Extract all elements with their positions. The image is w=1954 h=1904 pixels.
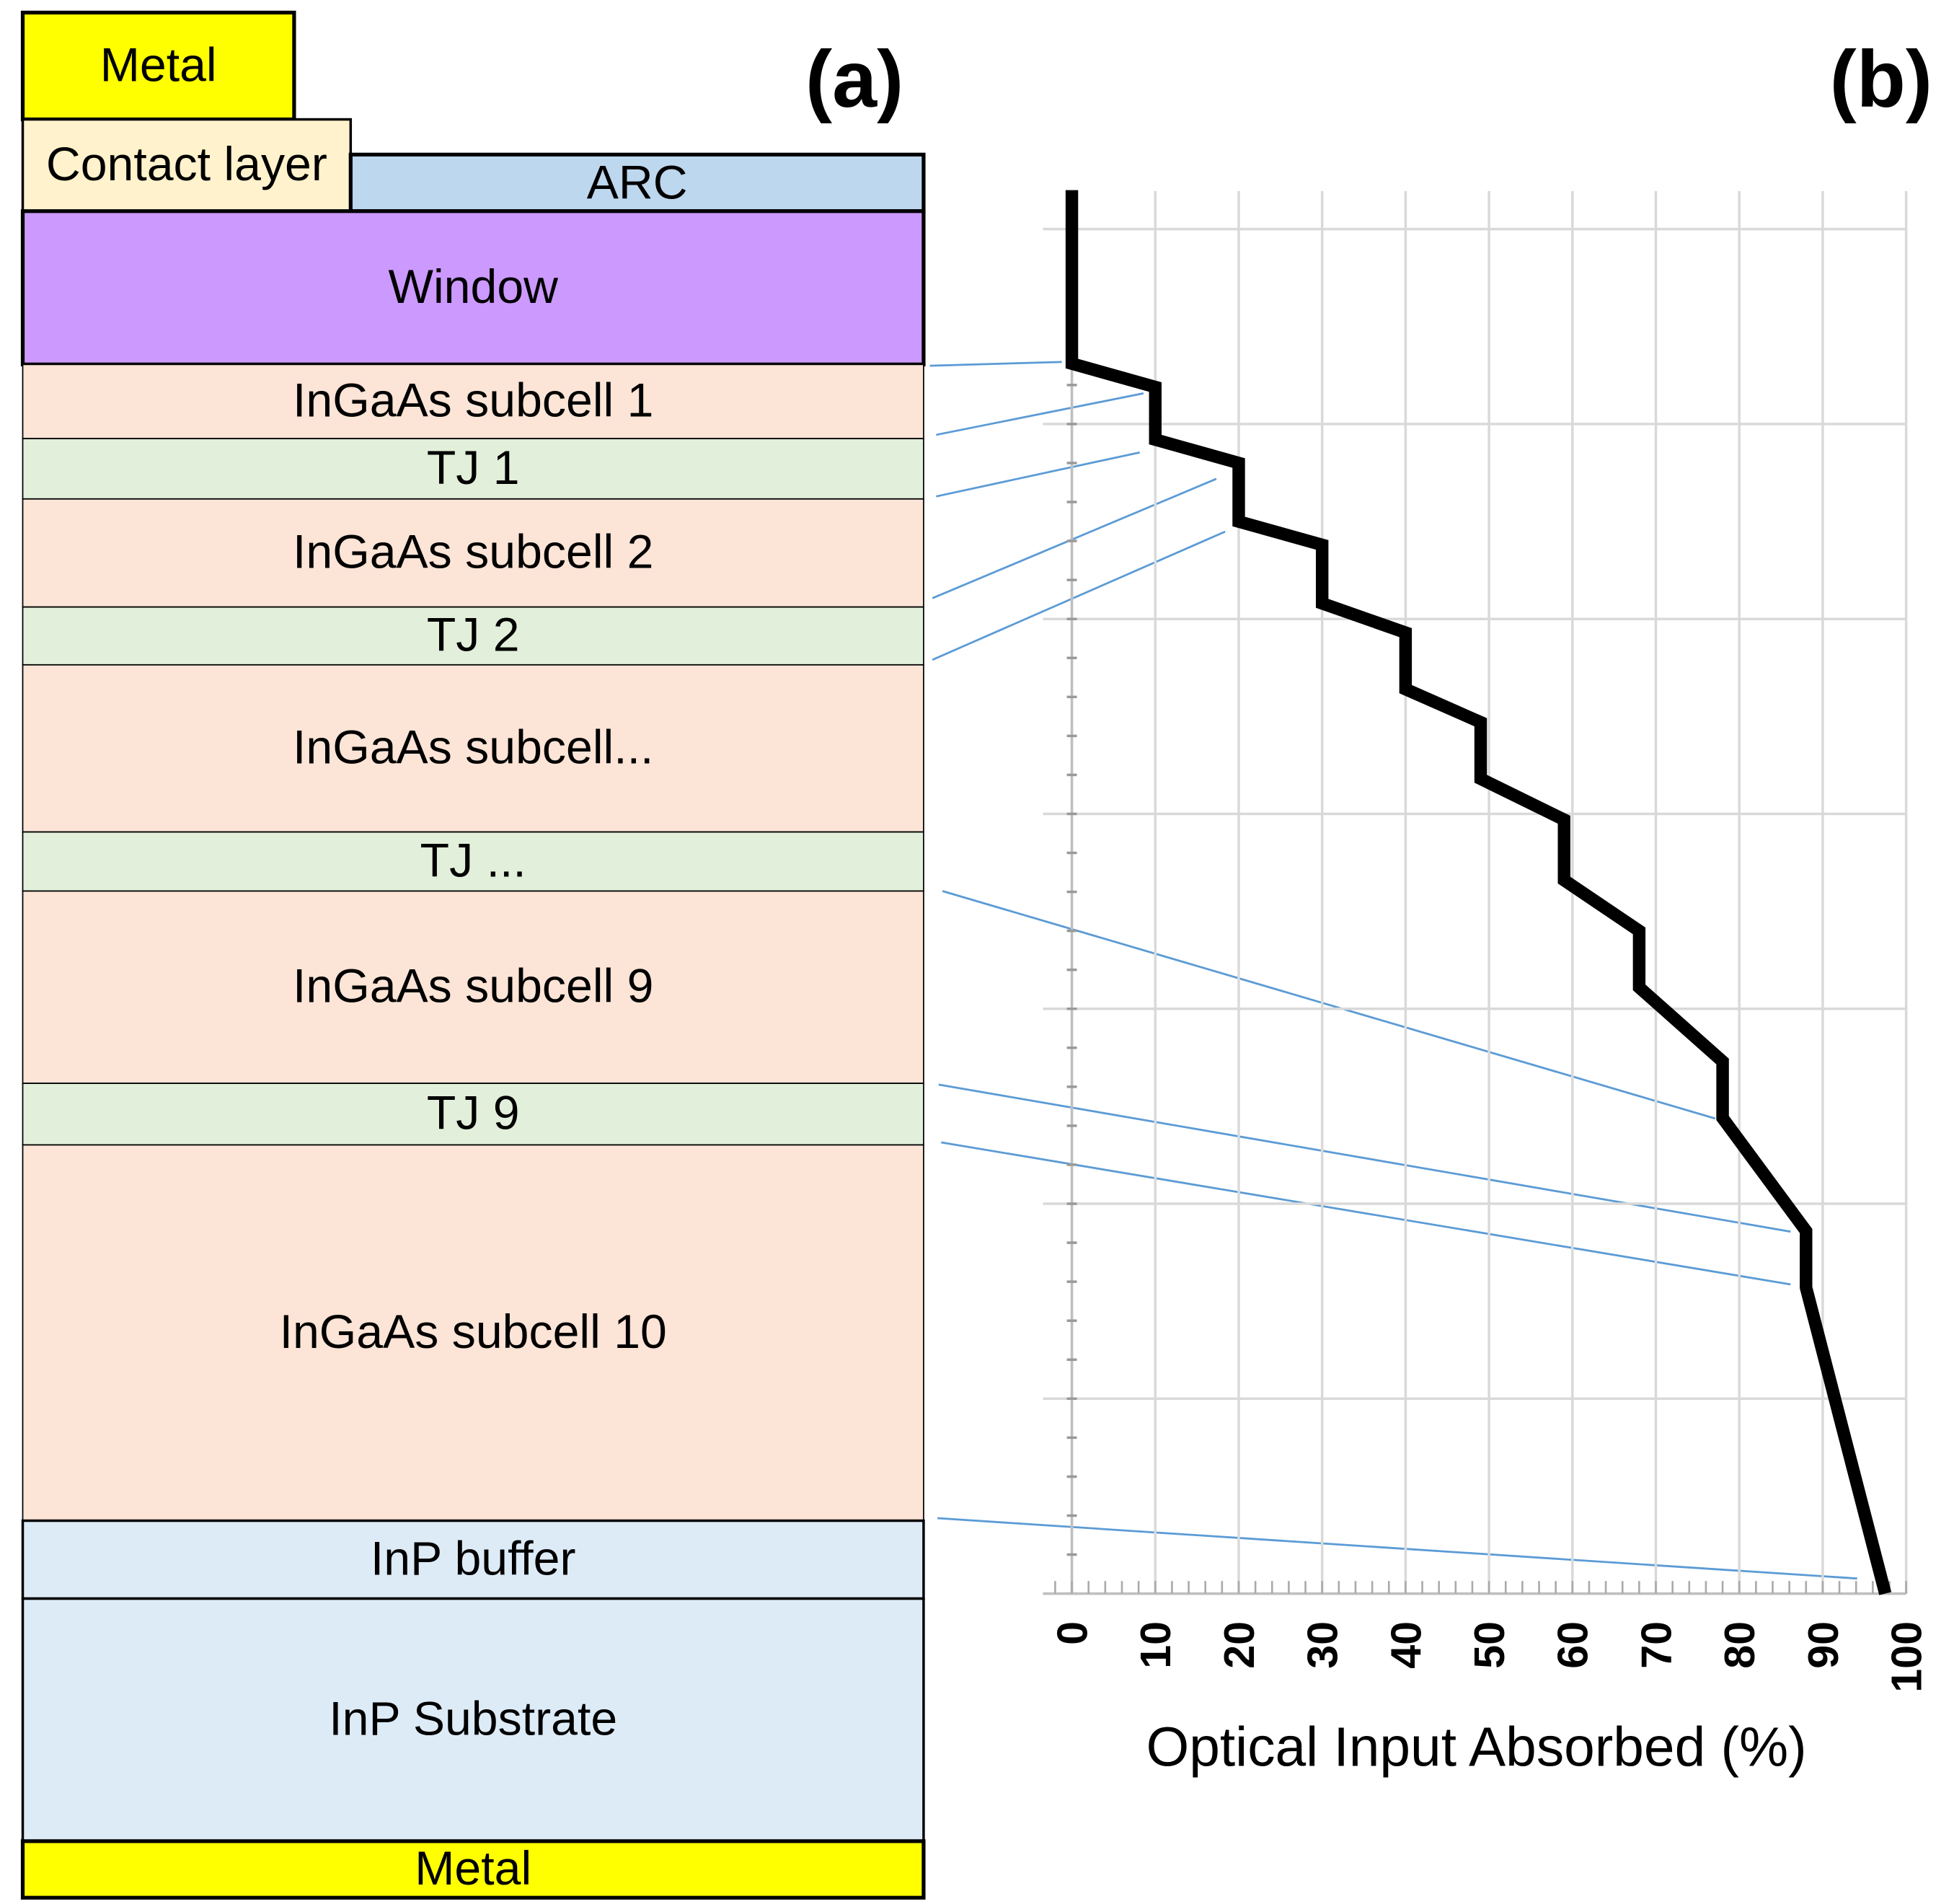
x-tick-label: 30	[1299, 1621, 1347, 1669]
layer-label: Metal	[415, 1842, 531, 1895]
connector-line	[932, 530, 1226, 661]
x-tick-label: 60	[1549, 1621, 1597, 1669]
layer-label: InP Substrate	[329, 1693, 617, 1746]
layer-metal: Metal	[20, 10, 296, 122]
layer-rect	[22, 498, 924, 608]
connector-line	[941, 1141, 1791, 1286]
layer-ingaas-subcell-9: InGaAs subcell 9	[22, 890, 924, 1084]
layer-rect	[22, 1144, 924, 1522]
layer-rect	[20, 209, 926, 366]
x-tick-label: 80	[1715, 1621, 1764, 1669]
layer-rect	[22, 606, 924, 666]
layer-label: InGaAs subcell 2	[293, 526, 653, 579]
layer-label: TJ 9	[427, 1087, 520, 1140]
connector-line	[942, 890, 1716, 1120]
x-tick-label: 100	[1883, 1621, 1931, 1693]
layer-label: InGaAs subcell 10	[280, 1305, 667, 1359]
layer-label: TJ 2	[427, 609, 520, 662]
layer-label: InP buffer	[371, 1533, 576, 1586]
connector-line	[938, 1083, 1791, 1233]
connector-line	[932, 477, 1217, 599]
layer-rect	[22, 363, 924, 440]
layer-ingaas-subcell-1: InGaAs subcell 1	[22, 363, 924, 440]
layer-rect	[21, 1597, 925, 1843]
layer-label: InGaAs subcell...	[293, 721, 653, 775]
layer-inp-buffer: InP buffer	[21, 1519, 925, 1600]
layer-label: Contact layer	[46, 138, 327, 191]
layer-rect	[22, 890, 924, 1084]
connector-line	[936, 451, 1140, 498]
layer-contact-layer: Contact layer	[21, 118, 353, 213]
layer-label: ARC	[587, 156, 688, 209]
layer-window: Window	[20, 209, 926, 366]
layer-rect	[20, 1839, 926, 1900]
layer-rect	[22, 438, 924, 500]
layer-rect	[20, 10, 296, 122]
layer-tj-1: TJ 1	[22, 438, 924, 500]
layer-metal: Metal	[20, 1839, 926, 1900]
layer-rect	[22, 1083, 924, 1146]
layer-ingaas-subcell-2: InGaAs subcell 2	[22, 498, 924, 608]
layer-inp-substrate: InP Substrate	[21, 1597, 925, 1843]
layer-label: TJ 1	[427, 441, 520, 495]
panel-label-a: (a)	[805, 34, 903, 124]
connector-line	[929, 361, 1062, 367]
gridlines	[1043, 190, 1908, 1595]
connector-line	[936, 392, 1144, 436]
layer-ingaas-subcell-10: InGaAs subcell 10	[22, 1144, 924, 1522]
panel-label-b: (b)	[1830, 34, 1932, 124]
x-axis-label: Optical Input Absorbed (%)	[1146, 1716, 1807, 1778]
layer-tj-9: TJ 9	[22, 1083, 924, 1146]
layer-label: TJ ...	[420, 834, 526, 888]
x-tick-label: 10	[1131, 1621, 1180, 1669]
x-tick-label: 50	[1465, 1621, 1513, 1669]
x-tick-label: 70	[1632, 1621, 1680, 1669]
layer-label: InGaAs subcell 1	[293, 374, 653, 428]
x-tick-label: 20	[1215, 1621, 1263, 1669]
layer-tj-2: TJ 2	[22, 606, 924, 666]
layer-arc: ARC	[348, 152, 926, 213]
layer-rect	[22, 831, 924, 892]
layer-rect	[21, 118, 353, 213]
absorption-line	[1065, 190, 1892, 1595]
absorption-chart: 0 10 20 30 40 50 60 70 80 90 100	[1043, 190, 1931, 1693]
connector-line	[937, 1517, 1857, 1580]
x-tick-label: 40	[1381, 1621, 1430, 1669]
layer-tj: TJ ...	[22, 831, 924, 892]
layer-label: Metal	[100, 38, 217, 92]
layer-label: Window	[388, 260, 558, 314]
x-tick-label: 0	[1048, 1621, 1096, 1645]
x-tick-label: 90	[1799, 1621, 1847, 1669]
layer-rect	[21, 1519, 925, 1600]
layer-label: InGaAs subcell 9	[293, 960, 653, 1013]
layer-ingaas-subcell: InGaAs subcell...	[22, 664, 924, 833]
